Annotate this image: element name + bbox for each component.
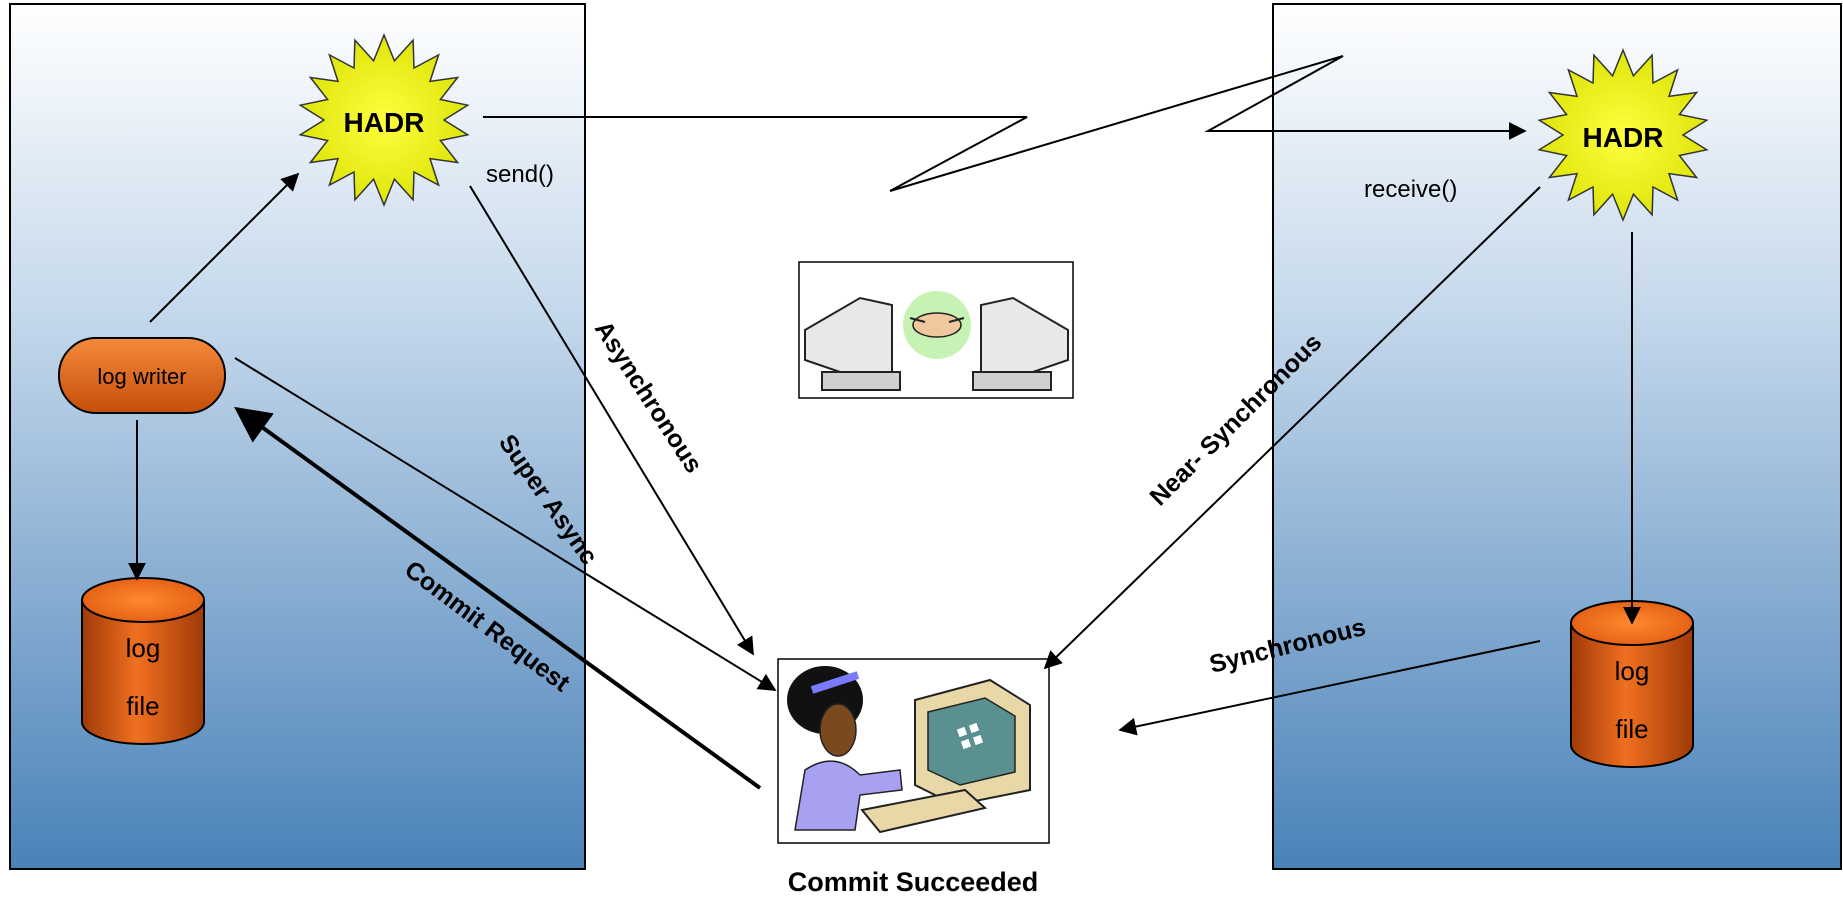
standby-log-file-cylinder: log file <box>1570 600 1694 768</box>
user-at-computer-image <box>777 658 1050 844</box>
log-writer-label: log writer <box>97 364 186 389</box>
asynchronous-arrow <box>469 185 754 656</box>
commit-succeeded-label: Commit Succeeded <box>788 867 1039 897</box>
synchronous-arrow <box>1118 640 1541 736</box>
primary-log-file-label-1: log <box>126 633 161 663</box>
commit-request-arrow <box>234 406 762 790</box>
primary-panel <box>9 3 586 870</box>
standby-log-file-label-2: file <box>1615 714 1648 744</box>
standby-hadr-label: HADR <box>1583 122 1664 153</box>
near-synchronous-arrow <box>1043 186 1541 670</box>
standby-panel <box>1272 3 1842 870</box>
send-label: send() <box>486 161 554 188</box>
primary-log-file-cylinder: log file <box>81 577 205 745</box>
primary-hadr-label: HADR <box>344 107 425 138</box>
receive-label: receive() <box>1364 176 1457 203</box>
asynchronous-label: Asynchronous <box>589 316 708 478</box>
log-writer-to-hadr-arrow <box>149 172 300 323</box>
log-writer-node: log writer <box>58 337 226 414</box>
super-async-arrow <box>234 357 777 691</box>
primary-hadr-starburst: HADR <box>298 32 470 208</box>
handshake-computers-image <box>798 261 1074 399</box>
network-link <box>483 55 1527 192</box>
standby-log-file-label-1: log <box>1615 656 1650 686</box>
primary-log-file-label-2: file <box>126 691 159 721</box>
standby-hadr-starburst: HADR <box>1537 47 1709 223</box>
